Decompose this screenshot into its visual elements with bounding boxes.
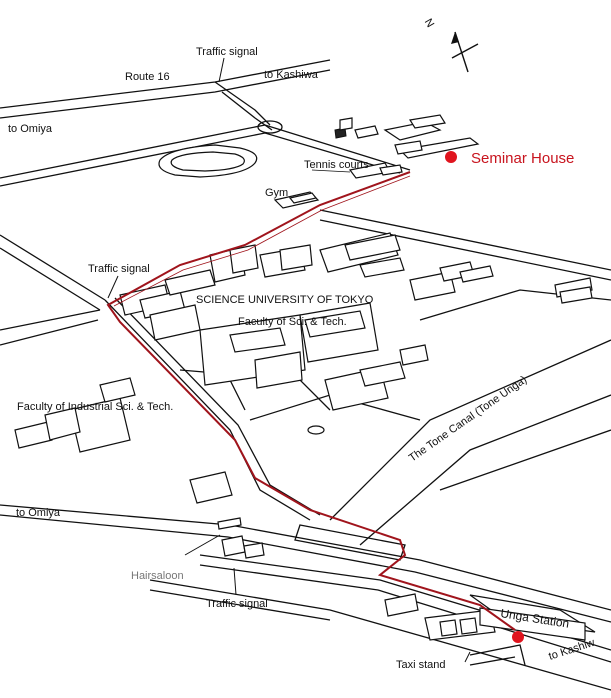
gym-label: Gym xyxy=(265,187,288,199)
north-arrow-icon xyxy=(451,31,479,73)
faculty-sci-tech-label: Faculty of Sci. & Tech. xyxy=(238,316,347,328)
taxi-stand-label: Taxi stand xyxy=(396,659,446,671)
signal-pointer-bottom xyxy=(233,567,237,596)
buildings xyxy=(14,114,596,641)
to-kashiwa-top-label: to Kashiwa xyxy=(264,69,319,81)
tennis-pointer xyxy=(311,169,351,173)
roundabout xyxy=(257,120,283,134)
north-label: N xyxy=(422,17,436,30)
route-16-label: Route 16 xyxy=(125,71,170,83)
railway-2 xyxy=(149,579,611,691)
traffic-signal-top-label: Traffic signal xyxy=(196,46,258,58)
hairsaloon-label: Hairsaloon xyxy=(131,570,184,582)
canal-north-bank xyxy=(329,339,611,521)
east-road xyxy=(319,209,611,281)
seminar-house-marker-icon xyxy=(445,151,457,163)
traffic-signal-bottom-label: Traffic signal xyxy=(206,598,268,610)
to-kashiwa-bottom-label: to Kashiw xyxy=(547,637,596,663)
taxi-road xyxy=(469,644,526,666)
walking-route xyxy=(106,171,516,631)
science-university-label: SCIENCE UNIVERSITY OF TOKYO xyxy=(196,294,374,306)
faculty-industrial-label: Faculty of Industrial Sci. & Tech. xyxy=(17,401,173,413)
route-16-branch xyxy=(214,81,273,131)
to-omiya-top-label: to Omiya xyxy=(8,123,53,135)
tennis-courts-label: Tennis courts xyxy=(304,159,369,171)
station-marker-icon xyxy=(512,631,524,643)
west-road-lower xyxy=(0,309,101,346)
canal-south-bank xyxy=(359,394,611,546)
bottom-road xyxy=(0,504,611,623)
traffic-signal-mid-label: Traffic signal xyxy=(88,263,150,275)
west-road xyxy=(0,234,106,311)
canal-far-bank xyxy=(439,429,611,491)
hairsaloon-pointer xyxy=(184,534,221,556)
signal-pointer-mid xyxy=(107,275,119,299)
seminar-house-label: Seminar House xyxy=(471,150,574,167)
to-omiya-bottom-label: to Omiya xyxy=(16,507,61,519)
taxi-pointer xyxy=(464,651,471,663)
signal-pointer-top xyxy=(218,57,225,83)
athletic-track xyxy=(158,144,258,178)
